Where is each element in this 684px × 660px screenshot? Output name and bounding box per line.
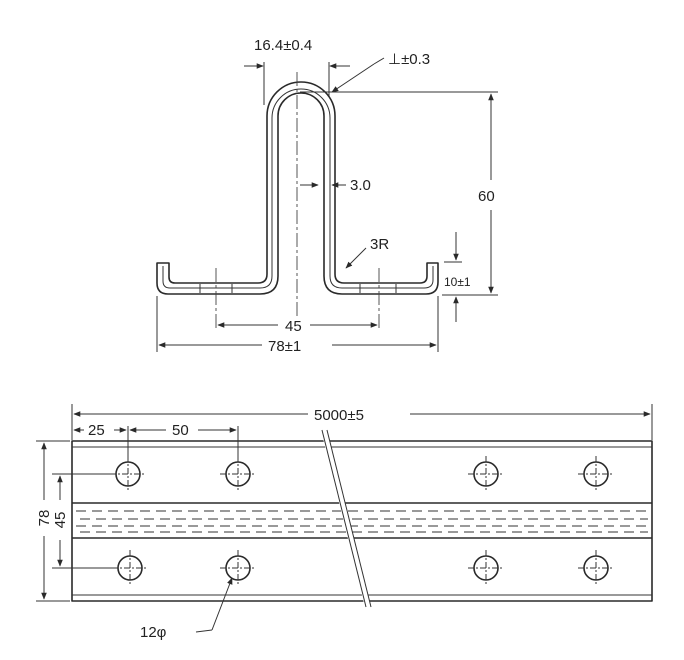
dim-hole-pitch: 50 [172, 422, 189, 439]
break-gap [321, 429, 371, 608]
leader-line [195, 629, 213, 633]
dim-hole-spacing: 45 [285, 318, 302, 335]
leader-line [331, 63, 375, 93]
dim-hole-diameter: 12φ [140, 624, 167, 641]
dim-length: 5000±5 [314, 407, 364, 424]
dim-perpendicular: ⊥±0.3 [388, 51, 430, 68]
dim-opening: 16.4±0.4 [254, 37, 312, 54]
dim-height: 60 [478, 188, 495, 205]
mounting-hole [468, 550, 504, 586]
mounting-hole [578, 456, 614, 492]
break-line [321, 429, 367, 608]
dim-width: 78±1 [268, 338, 301, 355]
profile-inner-contour [162, 88, 434, 289]
rail-body-outline [71, 440, 653, 602]
mounting-hole [468, 456, 504, 492]
mounting-hole [578, 550, 614, 586]
leader-line [345, 247, 367, 269]
plan-view: 5000±5 25 50 78 45 12φ [36, 404, 653, 641]
dim-plan-width: 78 [36, 510, 53, 527]
mounting-hole [112, 550, 148, 586]
mounting-hole [220, 550, 256, 586]
leader-line [211, 577, 233, 631]
dim-flange-height: 10±1 [444, 275, 471, 289]
profile-outer-contour [156, 81, 439, 295]
label-mask [84, 420, 114, 436]
profile-view: 16.4±0.4 ⊥±0.3 60 3.0 3R 10±1 45 78±1 [156, 37, 498, 355]
dim-first-hole: 25 [88, 422, 105, 439]
leader-line [373, 57, 385, 65]
dim-radius: 3R [370, 236, 389, 253]
mounting-hole [110, 456, 146, 492]
dim-thickness: 3.0 [350, 177, 371, 194]
mounting-hole [220, 456, 256, 492]
break-line [326, 429, 372, 608]
dim-row-spacing: 45 [52, 512, 69, 529]
